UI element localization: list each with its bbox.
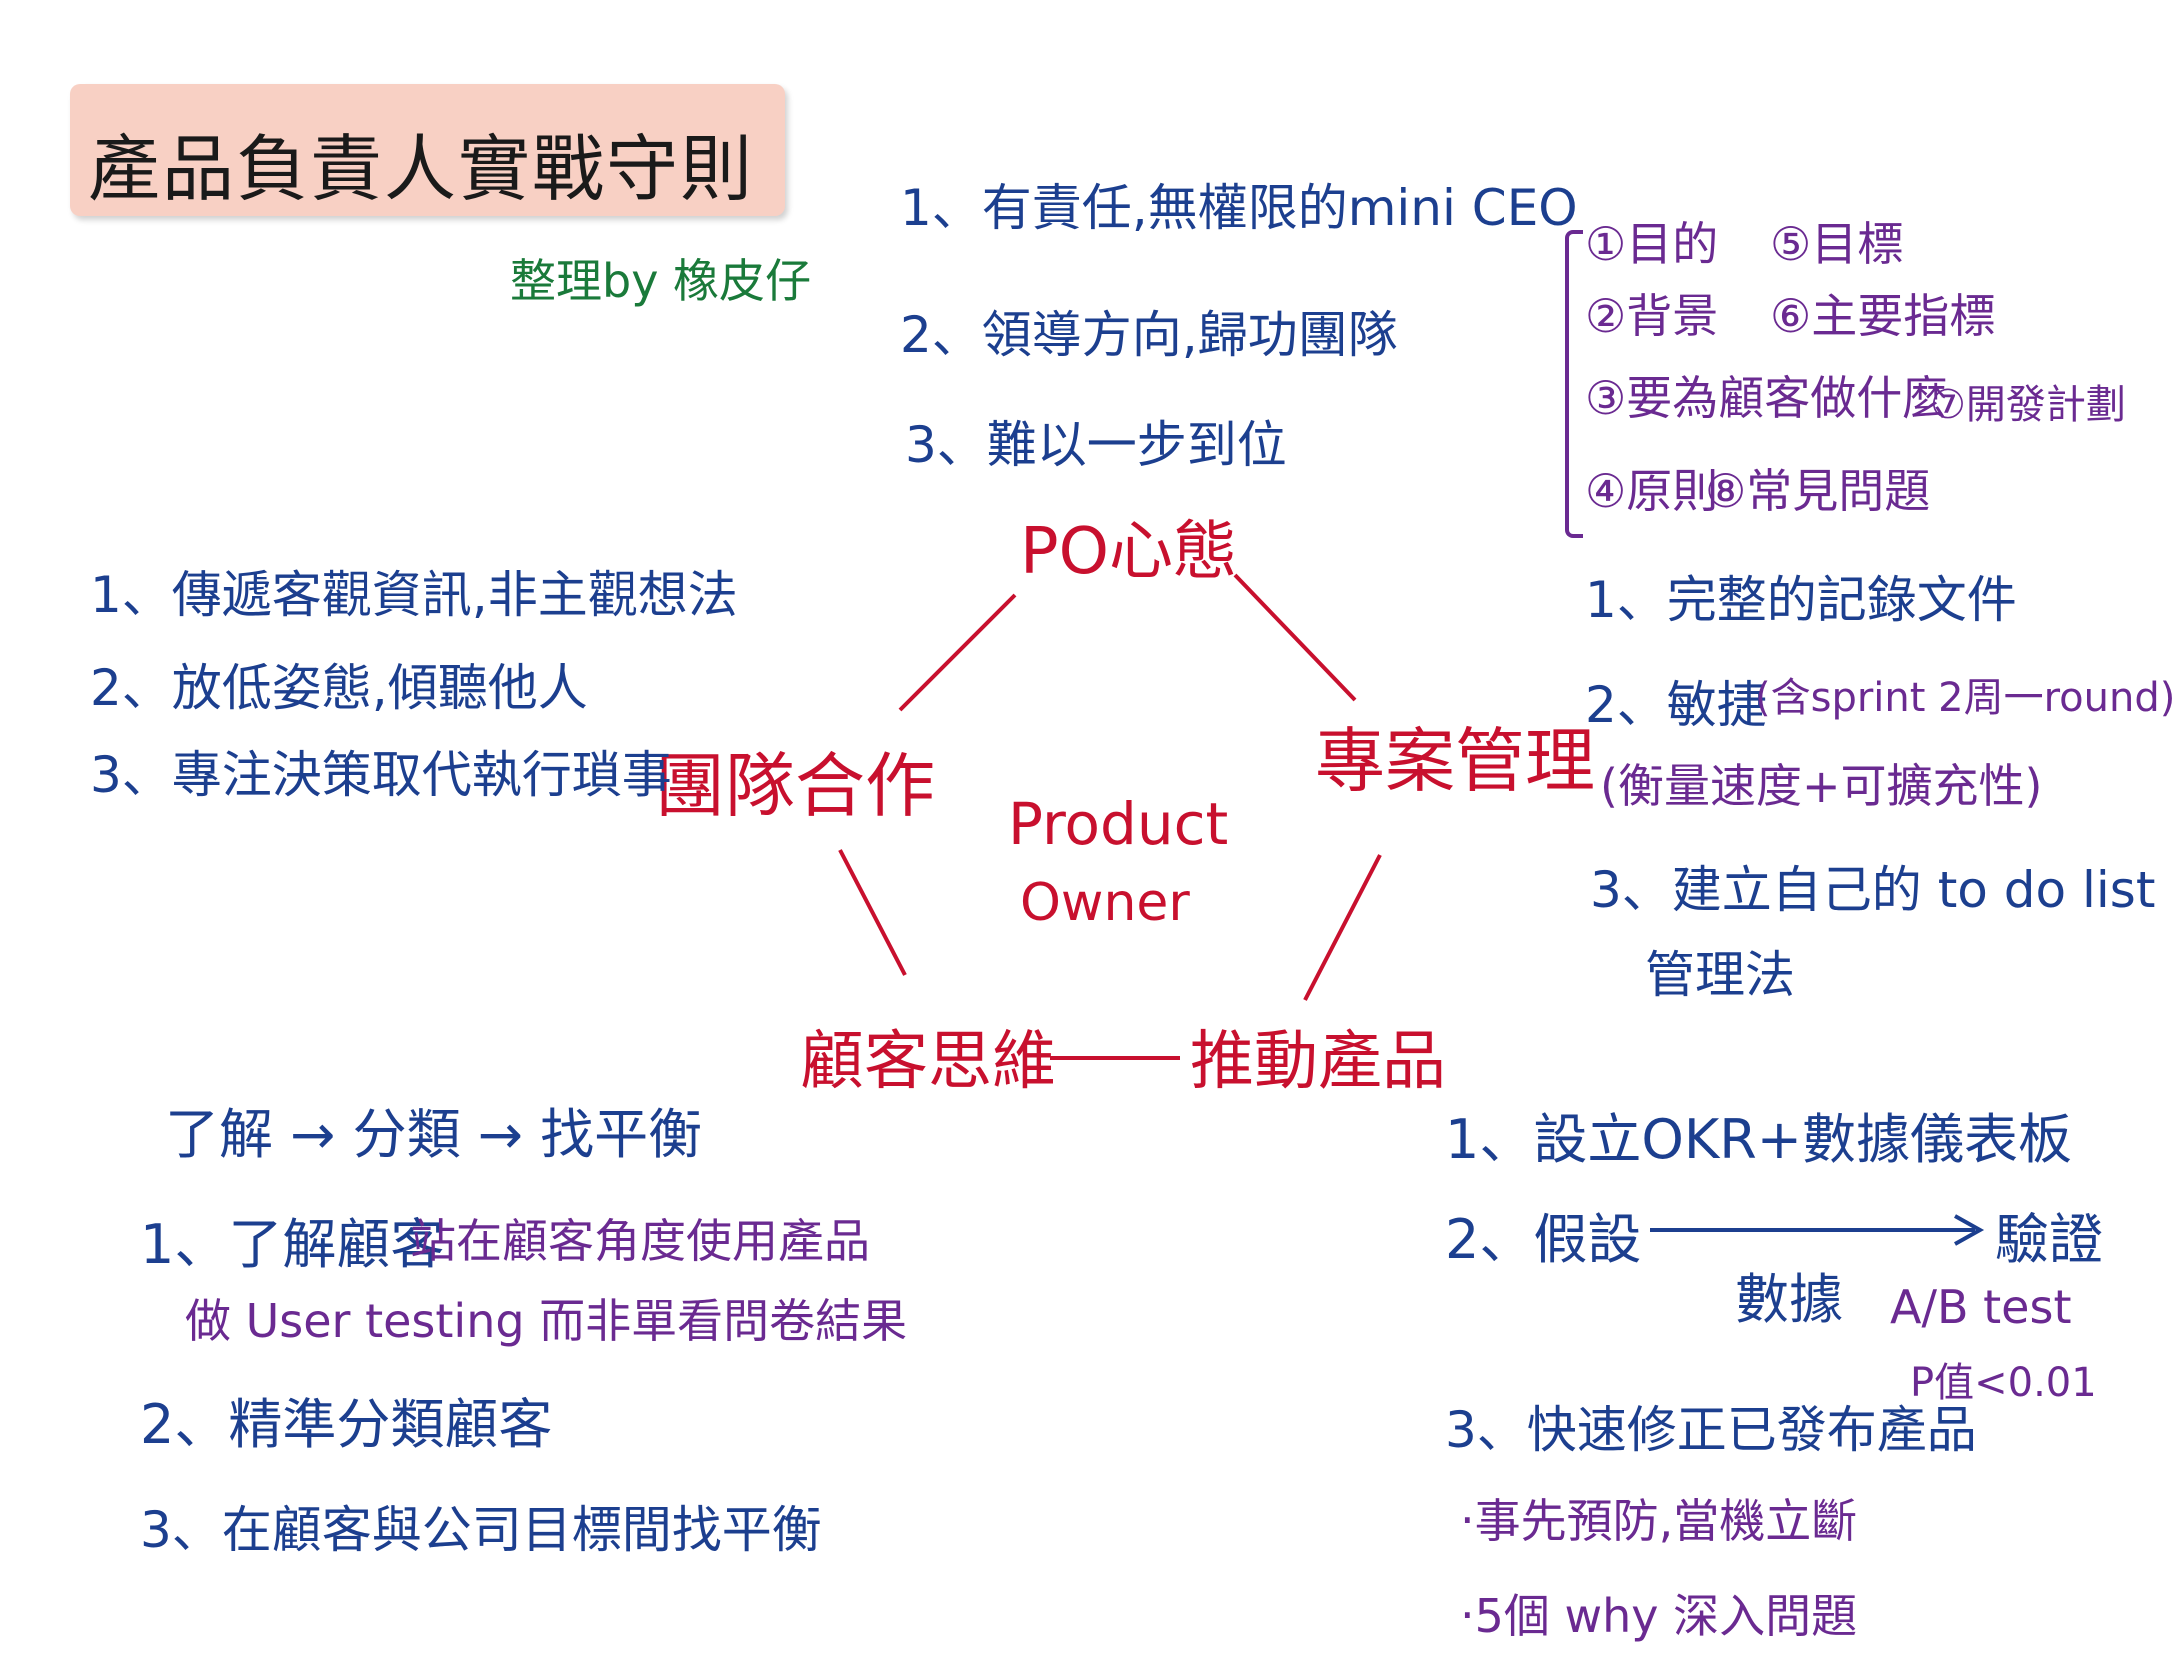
project-item-3-line1: 3、建立自己的 to do list <box>1590 861 2156 919</box>
doc-item-5: ⑤目標 <box>1770 217 1904 271</box>
project-item-3-line2: 管理法 <box>1645 946 1795 1004</box>
product-item-1: 1、設立OKR+數據儀表板 <box>1445 1108 2073 1171</box>
mindset-item-1: 1、有責任,無權限的mini CEO <box>900 179 1578 237</box>
project-item-2-note: (含sprint 2周一round) <box>1755 675 2175 721</box>
product-item-2-left: 2、假設 <box>1445 1208 1642 1271</box>
node-product: 推動產品 <box>1190 1025 1446 1099</box>
line-project-product <box>1303 854 1382 1001</box>
center-product: Product <box>1008 790 1229 858</box>
node-customer: 顧客思維 <box>800 1025 1056 1099</box>
page-title: 產品負責人實戰守則 <box>88 127 755 211</box>
team-item-1: 1、傳遞客觀資訊,非主觀想法 <box>90 566 738 624</box>
node-mindset: PO心態 <box>1020 515 1237 589</box>
doc-item-3: ③要為顧客做什麼 <box>1585 371 1949 425</box>
line-mindset-project <box>1233 573 1357 702</box>
customer-item-2: 2、精準分類顧客 <box>140 1393 553 1456</box>
doc-bracket <box>1565 230 1583 538</box>
product-ab-test: A/B test <box>1890 1280 2072 1334</box>
project-item-2: 2、敏捷 <box>1585 676 1767 734</box>
mindset-item-3: 3、難以一步到位 <box>905 416 1287 474</box>
project-item-1: 1、完整的記錄文件 <box>1585 571 2017 629</box>
center-owner: Owner <box>1020 873 1190 933</box>
doc-item-1: ①目的 <box>1585 217 1719 271</box>
product-item-2-right: 驗證 <box>1995 1208 2103 1271</box>
customer-item-3: 3、在顧客與公司目標間找平衡 <box>140 1501 822 1559</box>
customer-item-1-sub1: 站在顧客角度使用產品 <box>410 1214 870 1268</box>
line-customer-team <box>838 849 907 976</box>
doc-item-8: ⑧常見問題 <box>1705 464 1931 518</box>
team-item-2: 2、放低姿態,傾聽他人 <box>90 659 588 717</box>
doc-item-6: ⑥主要指標 <box>1770 289 1996 343</box>
node-team: 團隊合作 <box>655 745 935 827</box>
node-project: 專案管理 <box>1315 720 1595 802</box>
doc-item-7: ⑦開發計劃 <box>1930 382 2126 428</box>
mindset-item-2: 2、領導方向,歸功團隊 <box>900 306 1398 364</box>
product-item-3: 3、快速修正已發布產品 <box>1445 1401 1977 1459</box>
team-item-3: 3、專注決策取代執行瑣事 <box>90 746 672 804</box>
doc-item-4: ④原則 <box>1585 464 1719 518</box>
customer-item-1: 1、了解顧客 <box>140 1213 445 1276</box>
doc-item-2: ②背景 <box>1585 289 1719 343</box>
product-bullet-2: ‧5個 why 深入問題 <box>1460 1589 1858 1643</box>
title-box <box>70 84 785 216</box>
product-arrow-label: 數據 <box>1735 1268 1843 1331</box>
project-item-2-note2: (衡量速度+可擴充性) <box>1600 759 2043 813</box>
product-p-value: P值<0.01 <box>1910 1360 2097 1406</box>
hypothesis-arrow-head <box>1954 1214 1985 1246</box>
author-credit: 整理by 橡皮仔 <box>510 254 812 308</box>
product-bullet-1: ‧事先預防,當機立斷 <box>1460 1494 1858 1548</box>
line-team-mindset <box>898 593 1017 712</box>
customer-item-1-sub2: 做 User testing 而非單看問卷結果 <box>185 1294 908 1348</box>
customer-flow: 了解 → 分類 → 找平衡 <box>165 1103 703 1166</box>
